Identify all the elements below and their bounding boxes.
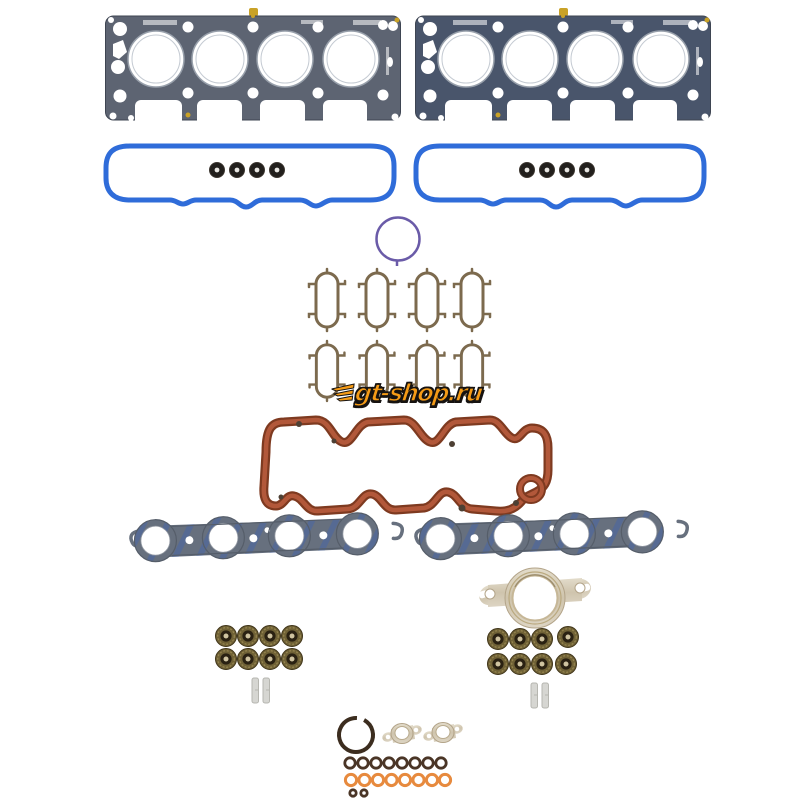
valve-stem-seal <box>236 647 260 671</box>
o-ring-tiny-pair <box>348 788 369 798</box>
egr-flange-gasket <box>380 723 424 744</box>
head-gasket-right <box>414 7 712 127</box>
purple-o-ring <box>375 216 421 266</box>
intake-port-gasket <box>452 267 492 333</box>
valve-stem-seal <box>554 652 578 676</box>
intake-port-gasket <box>307 267 347 333</box>
exhaust-flange-gasket <box>478 567 591 629</box>
valve-stem-seal <box>236 624 260 648</box>
valve-stem-seal <box>280 624 304 648</box>
valve-stem-seal <box>214 647 238 671</box>
bottom-seal-group <box>337 716 465 798</box>
valve-stem-seal <box>530 627 554 651</box>
intake-port-gasket <box>357 267 397 333</box>
o-ring-row-dark <box>343 756 448 770</box>
exhaust-manifold-gasket-left <box>119 497 412 575</box>
valve-stem-seal <box>508 627 532 651</box>
intake-port-gasket <box>407 267 447 333</box>
large-o-ring <box>337 716 375 754</box>
valley-cover-gasket <box>259 415 553 516</box>
valve-stem-seal <box>280 647 304 671</box>
watermark: gt-shop.ru <box>329 378 485 408</box>
exhaust-manifold-gasket-right <box>404 495 697 573</box>
valve-stem-seals-right <box>486 625 580 709</box>
valve-stem-seal <box>214 624 238 648</box>
valve-cover-gasket-left <box>106 146 394 207</box>
valve-stem-seals-left <box>214 624 304 704</box>
dowel-pins-right <box>530 682 549 709</box>
valve-stem-seal <box>258 647 282 671</box>
watermark-text: gt-shop.ru <box>353 378 485 407</box>
egr-flange-gasket <box>421 722 465 743</box>
watermark-speedlines-icon <box>329 383 355 402</box>
valve-stem-seal <box>508 652 532 676</box>
dowel-pins-left <box>251 677 270 704</box>
valve-cover-gasket-right <box>416 146 704 207</box>
valve-stem-seal <box>486 627 510 651</box>
valve-stem-seal <box>530 652 554 676</box>
valve-stem-seal <box>556 625 580 649</box>
head-gasket-left <box>104 7 402 127</box>
valve-stem-seal <box>486 652 510 676</box>
valve-stem-seal <box>258 624 282 648</box>
o-ring-row-orange <box>343 772 453 788</box>
